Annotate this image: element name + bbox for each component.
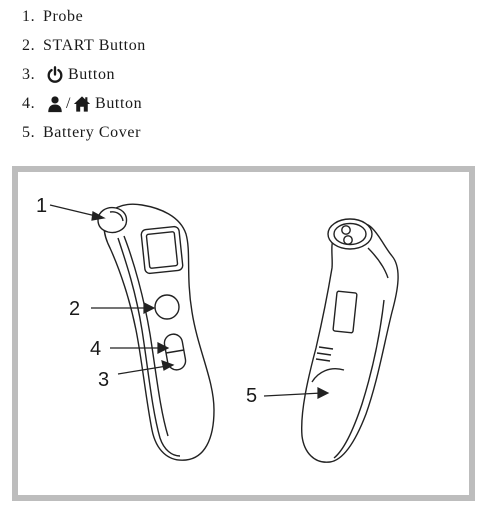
callout-number-2: 2	[69, 298, 80, 320]
item-separator: /	[66, 95, 72, 113]
front-body-outline	[103, 203, 215, 461]
item-number: 2.	[22, 36, 36, 54]
callout-arrowhead-3	[161, 360, 175, 371]
home-icon	[73, 96, 91, 112]
front-probe-ring	[109, 211, 124, 222]
front-display-screen	[145, 231, 179, 269]
back-sensor-lower	[343, 235, 353, 245]
callout-number-4: 4	[90, 338, 101, 360]
parts-list: 1. Probe 2. START Button 3. Button 4. / …	[22, 2, 146, 148]
item-label: Battery Cover	[43, 124, 141, 142]
item-number: 5.	[22, 124, 36, 142]
back-body-outline	[300, 221, 399, 463]
back-vent-slot	[315, 358, 331, 362]
callout-arrowhead-4	[157, 342, 170, 354]
front-body-edge	[117, 237, 181, 457]
back-vent-slot	[316, 352, 332, 356]
front-body-edge-inner	[123, 235, 169, 437]
back-shoulder-edge	[367, 247, 389, 279]
callout-number-3: 3	[98, 369, 109, 391]
callout-arrowhead-5	[317, 387, 330, 399]
back-probe-lens	[333, 222, 367, 246]
front-pill-divider	[165, 349, 185, 354]
back-side-edge	[333, 299, 385, 459]
callout-number-5: 5	[246, 385, 257, 407]
thermometer-back-view	[300, 218, 399, 463]
item-number: 3.	[22, 65, 36, 83]
device-figure-frame	[12, 166, 475, 501]
back-display-window	[332, 290, 358, 334]
callout-leader-5	[263, 392, 323, 397]
parts-list-item-probe: 1. Probe	[22, 2, 146, 31]
callout-leader-3	[117, 365, 168, 375]
parts-list-item-mode-button: 4. / Button	[22, 90, 146, 119]
callout-arrowhead-1	[91, 211, 106, 221]
item-label: Button	[68, 65, 116, 83]
thermometer-front-view	[97, 203, 215, 461]
callout-leaders	[49, 204, 330, 399]
front-display-window	[140, 225, 184, 275]
back-battery-cover-edge	[311, 368, 345, 383]
parts-list-item-power-button: 3. Button	[22, 60, 146, 89]
person-icon	[48, 96, 62, 113]
callout-arrowhead-2	[143, 302, 156, 314]
front-start-button	[154, 294, 180, 320]
back-vent-slot	[318, 346, 334, 350]
item-label: START Button	[43, 36, 146, 54]
back-sensor-upper	[341, 225, 351, 235]
callout-leader-1	[49, 204, 101, 218]
power-icon	[47, 66, 63, 83]
item-label: Probe	[43, 7, 84, 25]
parts-list-item-start-button: 2. START Button	[22, 31, 146, 60]
callout-number-1: 1	[36, 195, 47, 217]
item-number: 4.	[22, 95, 36, 113]
item-label: Button	[95, 95, 143, 113]
parts-list-item-battery-cover: 5. Battery Cover	[22, 119, 146, 148]
item-number: 1.	[22, 7, 36, 25]
